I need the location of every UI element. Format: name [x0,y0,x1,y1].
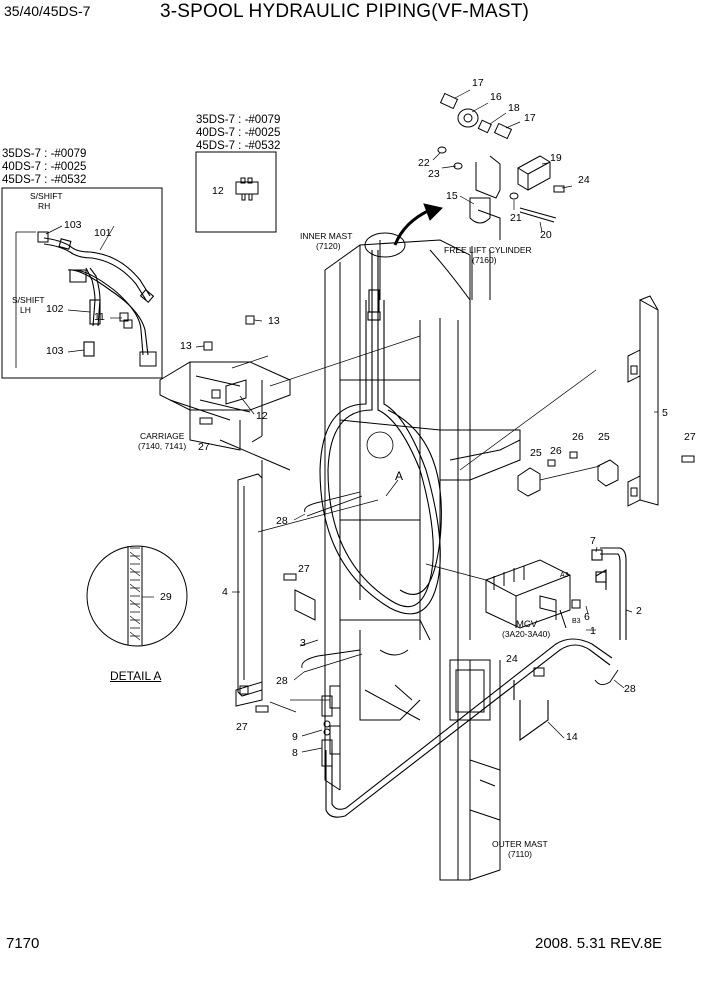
part-26-label: 26 [572,431,584,443]
sshift-lh-label-1: S/SHIFT [12,295,45,305]
detail-a-magnified [86,545,188,647]
inset-fittings [15,231,157,368]
part-11-label: 11 [94,311,105,323]
part-14-label: 14 [566,731,578,743]
part-1-label: 1 [590,625,596,637]
part-17-label-2: 17 [524,112,536,124]
part-12-label: 12 [256,410,268,422]
part-12-inset-label: 12 [212,185,224,197]
page-number: 7170 [6,935,40,952]
part-28-label-3: 28 [624,683,636,695]
part-27-label-4: 27 [236,721,248,733]
inner-mast-structure [324,232,521,791]
part-25-label: 25 [598,431,610,443]
carriage-label-1: CARRIAGE [140,431,185,441]
part-9-label: 9 [292,731,298,743]
part-22-label: 22 [418,157,430,169]
valve-block-12-inset [235,177,259,201]
part-18-label: 18 [508,102,520,114]
detail-a-marker: A [395,469,404,483]
mcv-label-2: (3A20-3A40) [502,629,551,639]
pipe-14 [325,638,613,818]
part-25-label-2: 25 [530,447,542,459]
inset-box-top [195,151,277,233]
mcv-block [485,559,581,629]
part-8-label: 8 [292,747,298,759]
brackets-25-26 [517,451,619,497]
part-3-label: 3 [300,637,306,649]
carriage-label-2: (7140, 7141) [138,441,187,451]
outer-mast-label-2: (7110) [508,849,532,859]
free-lift-cylinder-label-1: FREE LIFT CYLINDER [444,245,532,255]
part-16-label: 16 [490,91,502,103]
part-103-label: 103 [64,219,82,231]
part-29-label: 29 [160,591,172,603]
model-code: 35/40/45DS-7 [4,3,91,19]
part-23-label: 23 [428,168,440,180]
part-19-label: 19 [550,152,562,164]
part-27-label-2: 27 [684,431,696,443]
hose-loop [319,250,442,615]
fasteners [199,315,695,713]
serial-note-left-3: 45DS-7 : -#0532 [2,174,87,186]
part-28-label: 28 [276,515,288,527]
serial-note-left-1: 35DS-7 : -#0079 [2,148,87,160]
hose-28-lines [301,491,619,685]
sshift-rh-label-1: S/SHIFT [30,191,63,201]
serial-note-left-2: 40DS-7 : -#0025 [2,161,87,173]
inner-mast-label-2: (7120) [316,241,341,251]
part-15-label: 15 [446,190,458,202]
inner-mast-label-1: INNER MAST [300,231,353,241]
pipe-2 [591,547,627,640]
part-5-label: 5 [662,407,668,419]
part-24-label-2: 24 [506,653,518,665]
hose-guide-4 [235,473,263,707]
free-lift-cylinder-label-2: (7160) [472,255,497,265]
part-27-label: 27 [198,441,210,453]
part-27-label-3: 27 [298,563,310,575]
part-17-label: 17 [472,77,484,89]
callout-arrowhead [423,203,443,221]
revision-date: 2008. 5.31 REV.8E [535,935,663,952]
detail-a-label: DETAIL A [110,669,162,683]
mcv-label-1: MCV [516,619,538,630]
callout-arrow [393,208,431,246]
detail-a-marker-circle [366,431,394,459]
part-26-label-2: 26 [550,445,562,457]
page-title: 3-SPOOL HYDRAULIC PIPING(VF-MAST) [160,1,530,22]
part-103-label-2: 103 [46,345,64,357]
part-13-label: 13 [268,315,280,327]
part-21-label: 21 [510,212,522,224]
part-20-label: 20 [540,229,552,241]
inset-box-left [1,187,163,379]
inset-hose-101 [43,237,155,356]
part-101-label: 101 [94,227,112,239]
port-a3-label: A3 [560,572,569,579]
leader-lines [45,89,658,753]
serial-note-top-2: 40DS-7 : -#0025 [196,127,281,139]
bracket-5 [627,295,659,507]
part-6-label: 6 [584,611,590,623]
cylinder-head-assembly [437,92,565,300]
part-13-label-2: 13 [180,340,192,352]
serial-note-top-1: 35DS-7 : -#0079 [196,114,281,126]
part-4-label: 4 [222,586,228,598]
part-24-label: 24 [578,174,590,186]
outer-mast-structure [439,640,501,881]
sshift-rh-label-2: RH [38,201,51,211]
port-b3-label: B3 [572,618,581,625]
part-2-label: 2 [636,605,642,617]
outer-mast-label-1: OUTER MAST [492,839,548,849]
part-28-label-2: 28 [276,675,288,687]
serial-note-top-3: 45DS-7 : -#0532 [196,140,281,152]
part-7-label: 7 [590,535,596,547]
hoses-8-9 [321,685,341,767]
part-102-label: 102 [46,303,64,315]
sshift-lh-label-2: LH [20,305,31,315]
